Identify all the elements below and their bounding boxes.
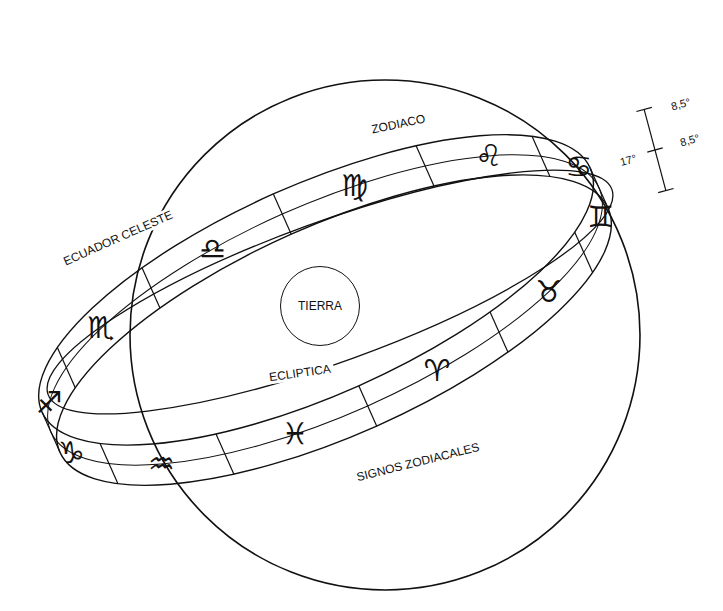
equator-name: ECUADOR CELESTE	[58, 206, 177, 269]
celestial-equator	[24, 124, 636, 461]
zodiac-sign: ♎	[199, 234, 226, 264]
sign-divider	[416, 146, 434, 186]
ecliptic-line	[8, 92, 642, 528]
dimension-line	[644, 109, 666, 190]
dimension-tick	[636, 107, 651, 111]
sphere-outline	[130, 80, 640, 590]
dimension-value: 8,5°	[679, 132, 701, 148]
equator-group	[24, 124, 636, 461]
sign-divider	[142, 268, 160, 308]
zodiac-sign: ♏	[88, 313, 115, 343]
zodiac-sign: ♍	[341, 171, 368, 201]
dimension-value: 17°	[619, 153, 638, 168]
zodiac-sign: ♐	[36, 388, 63, 418]
zodiac-sign: ♒	[148, 449, 175, 479]
ecliptic-name: ECLIPTICA	[265, 361, 334, 384]
zodiac-sign: ♓	[282, 419, 309, 449]
band-edge	[0, 72, 633, 508]
band-name: ZODIACO	[370, 112, 426, 135]
dimension-tick	[658, 188, 673, 192]
earth-circle: TIERRA	[280, 266, 360, 346]
zodiac-sign: ♑	[58, 438, 85, 468]
sign-divider	[273, 194, 291, 234]
band-edge	[17, 112, 651, 548]
sign-divider	[57, 348, 75, 388]
sign-divider	[532, 136, 550, 176]
zodiac-sign: ♊	[587, 202, 614, 232]
dimension-bracket	[636, 107, 673, 192]
zodiac-band	[0, 72, 651, 548]
zodiac-sign: ♌	[475, 141, 502, 171]
dimension-tick	[647, 148, 662, 152]
sign-divider	[575, 232, 593, 272]
zodiac-sign: ♉	[536, 277, 563, 307]
dimension-value: 8,5°	[670, 96, 692, 112]
sign-divider	[490, 312, 508, 352]
sign-divider	[216, 434, 234, 474]
sign-divider	[100, 444, 118, 484]
zodiac-sign: ♋	[565, 152, 592, 182]
signs-name: SIGNOS ZODIACALES	[355, 441, 480, 483]
sign-divider	[359, 386, 377, 426]
earth-label: TIERRA	[298, 299, 342, 313]
zodiac-sign: ♈	[424, 356, 451, 386]
